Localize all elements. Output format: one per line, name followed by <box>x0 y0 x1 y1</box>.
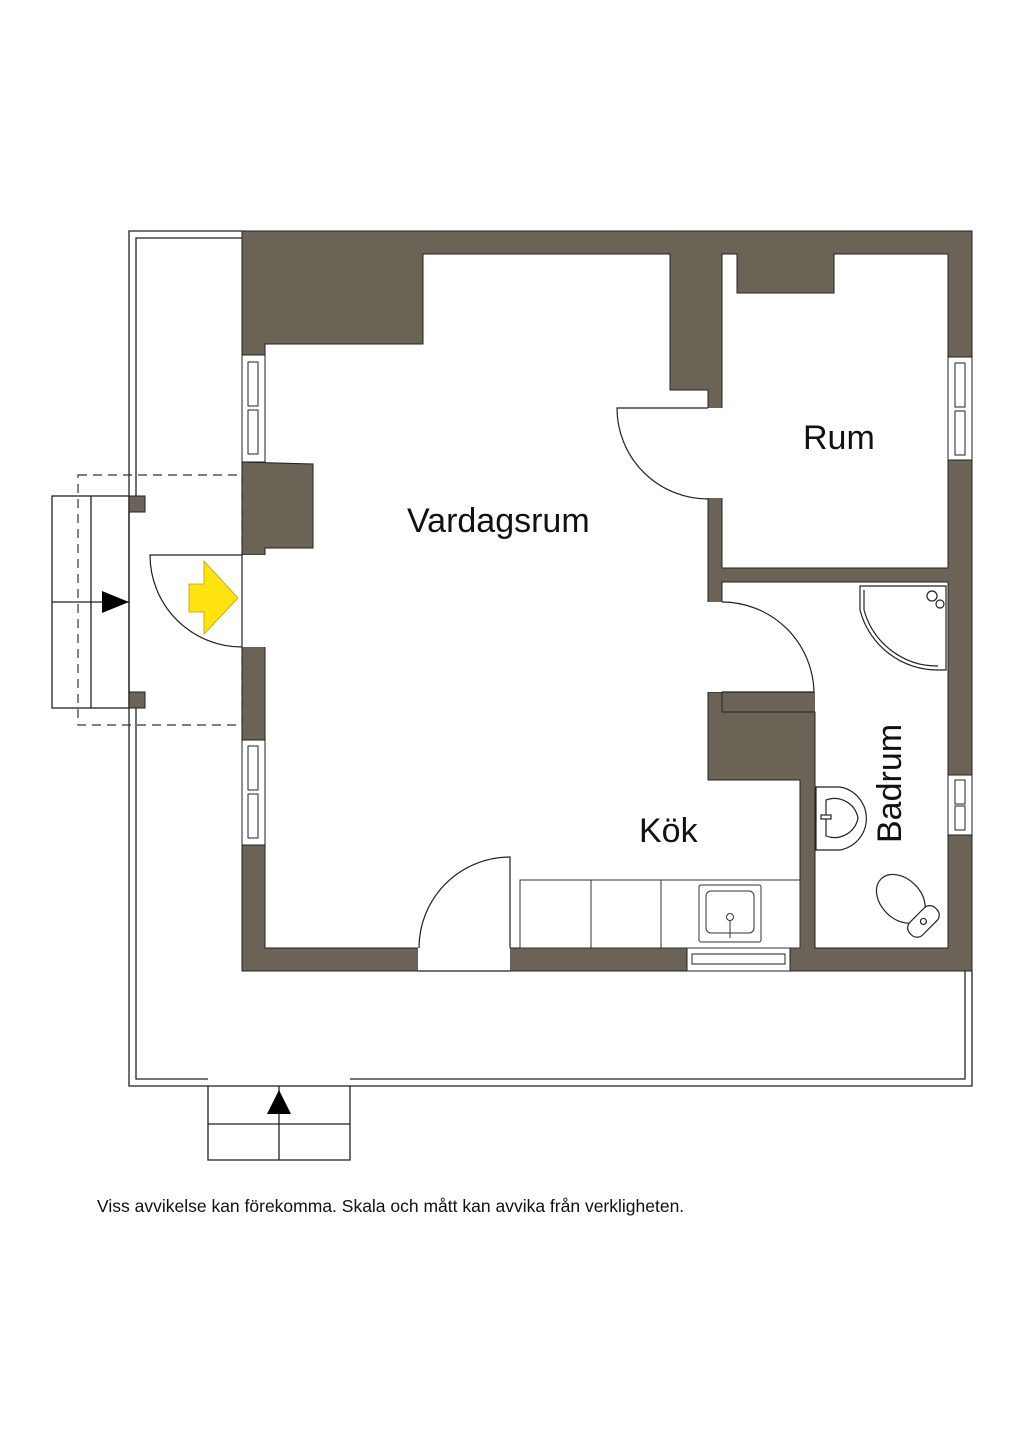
room-label-kitchen: Kök <box>639 812 699 850</box>
windows <box>241 354 973 972</box>
room-label-bedroom: Rum <box>803 419 875 457</box>
door-opening <box>418 947 510 972</box>
room-label-living: Vardagsrum <box>407 502 590 540</box>
door-bedroom[interactable] <box>616 407 709 500</box>
entrance-arrow-icon <box>188 559 239 636</box>
shower-icon <box>859 585 947 671</box>
kitchen-counter <box>519 879 801 949</box>
wall-block <box>708 692 815 780</box>
rear-entry-arrow-icon <box>267 1090 291 1114</box>
post <box>128 691 146 709</box>
side-entry-arrow-icon <box>102 591 129 613</box>
washbasin-icon <box>815 786 867 851</box>
rear-steps <box>207 1085 351 1161</box>
door-opening <box>707 602 723 692</box>
chimney-block <box>241 461 314 556</box>
toilet-icon <box>875 873 940 938</box>
post <box>128 495 146 513</box>
door-opening <box>241 555 266 647</box>
room-bedroom <box>721 253 949 569</box>
disclaimer-text: Viss avvikelse kan förekomma. Skala och … <box>97 1196 685 1216</box>
door-front[interactable] <box>149 554 243 648</box>
door-bathroom[interactable] <box>721 601 815 693</box>
door-opening <box>707 408 723 498</box>
room-label-bathroom: Badrum <box>871 724 909 843</box>
door-rear[interactable] <box>418 856 511 949</box>
